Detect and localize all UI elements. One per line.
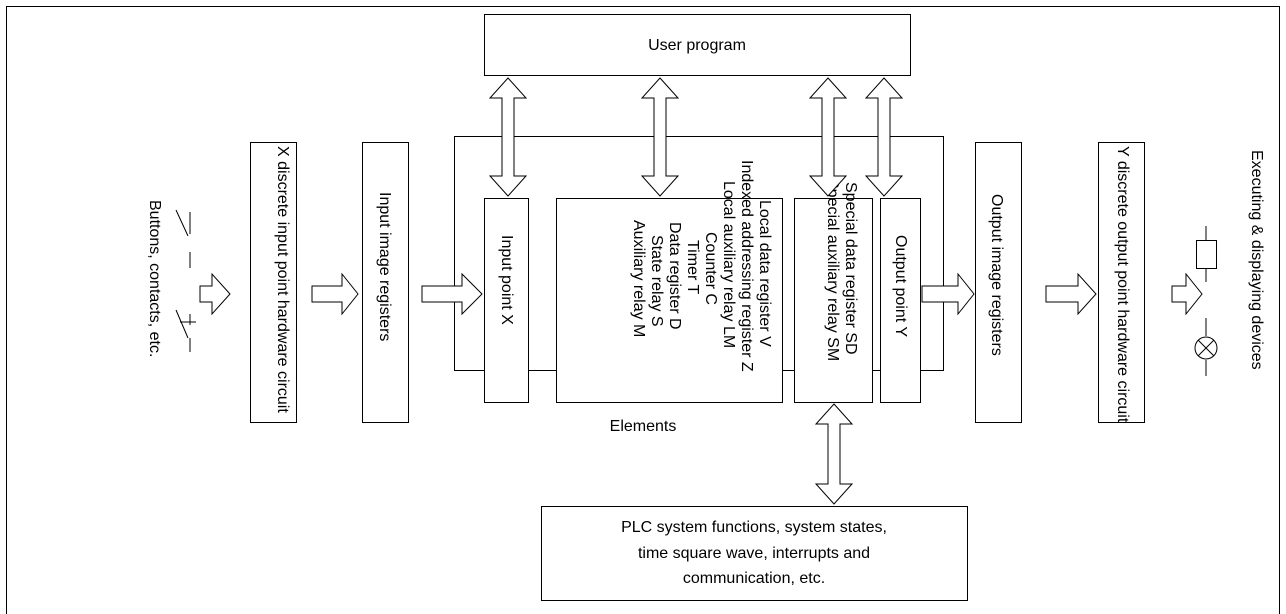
element-item: State relay S bbox=[648, 235, 665, 327]
input-point-box bbox=[484, 198, 529, 403]
coil-icon bbox=[1196, 226, 1217, 282]
input-image-box bbox=[362, 142, 409, 423]
y-hardware-box bbox=[1098, 142, 1145, 423]
input-point-label: Input point X bbox=[498, 235, 515, 325]
switch-contacts-icon bbox=[175, 209, 196, 352]
element-item: Local auxiliary relay LM bbox=[720, 181, 737, 348]
right-arrow-icon bbox=[199, 272, 231, 316]
user-program-label: User program bbox=[648, 37, 746, 54]
output-image-label: Output image registers bbox=[988, 194, 1005, 356]
element-item: Data register D bbox=[666, 222, 683, 330]
right-arrow-icon bbox=[921, 272, 975, 316]
element-item: Counter C bbox=[702, 232, 719, 305]
output-point-label: Output point Y bbox=[892, 235, 909, 337]
right-arrow-icon bbox=[1045, 272, 1097, 316]
lamp-icon bbox=[1194, 318, 1218, 376]
elements-label: Elements bbox=[610, 418, 677, 435]
element-list-box bbox=[556, 198, 783, 403]
special-item: Special auxiliary relay SM bbox=[824, 178, 841, 361]
x-hardware-label: X discrete input point hardware circuit bbox=[274, 146, 291, 413]
system-functions-box bbox=[541, 506, 968, 601]
input-devices-label: Buttons, contacts, etc. bbox=[146, 200, 163, 357]
x-hardware-box bbox=[250, 142, 297, 423]
y-hardware-label: Y discrete output point hardware circuit bbox=[1114, 146, 1131, 423]
special-list: Special data register SD Special auxilia… bbox=[824, 178, 859, 361]
special-register-box bbox=[794, 198, 873, 403]
element-item: Timer T bbox=[684, 240, 701, 294]
diagram-frame bbox=[6, 6, 1280, 614]
double-arrow-icon bbox=[814, 403, 854, 505]
double-arrow-icon bbox=[864, 77, 904, 197]
output-image-box bbox=[975, 142, 1022, 423]
double-arrow-icon bbox=[488, 77, 528, 197]
right-arrow-icon bbox=[1171, 272, 1203, 316]
system-functions-line: PLC system functions, system states, bbox=[621, 519, 887, 536]
special-item: Special data register SD bbox=[842, 182, 859, 355]
input-image-label: Input image registers bbox=[376, 192, 393, 341]
element-list: Local data register V Indexed addressing… bbox=[630, 160, 773, 372]
system-functions-line: time square wave, interrupts and bbox=[638, 545, 870, 562]
element-item: Local data register V bbox=[756, 200, 773, 347]
double-arrow-icon bbox=[640, 77, 680, 197]
right-arrow-icon bbox=[311, 272, 359, 316]
output-point-box bbox=[880, 198, 921, 403]
system-functions-line: communication, etc. bbox=[683, 570, 825, 587]
element-item: Auxiliary relay M bbox=[630, 220, 647, 337]
right-arrow-icon bbox=[421, 272, 483, 316]
double-arrow-icon bbox=[808, 77, 848, 197]
output-devices-label: Executing & displaying devices bbox=[1248, 150, 1265, 370]
element-item: Indexed addressing register Z bbox=[738, 160, 755, 372]
user-program-box bbox=[484, 14, 911, 76]
